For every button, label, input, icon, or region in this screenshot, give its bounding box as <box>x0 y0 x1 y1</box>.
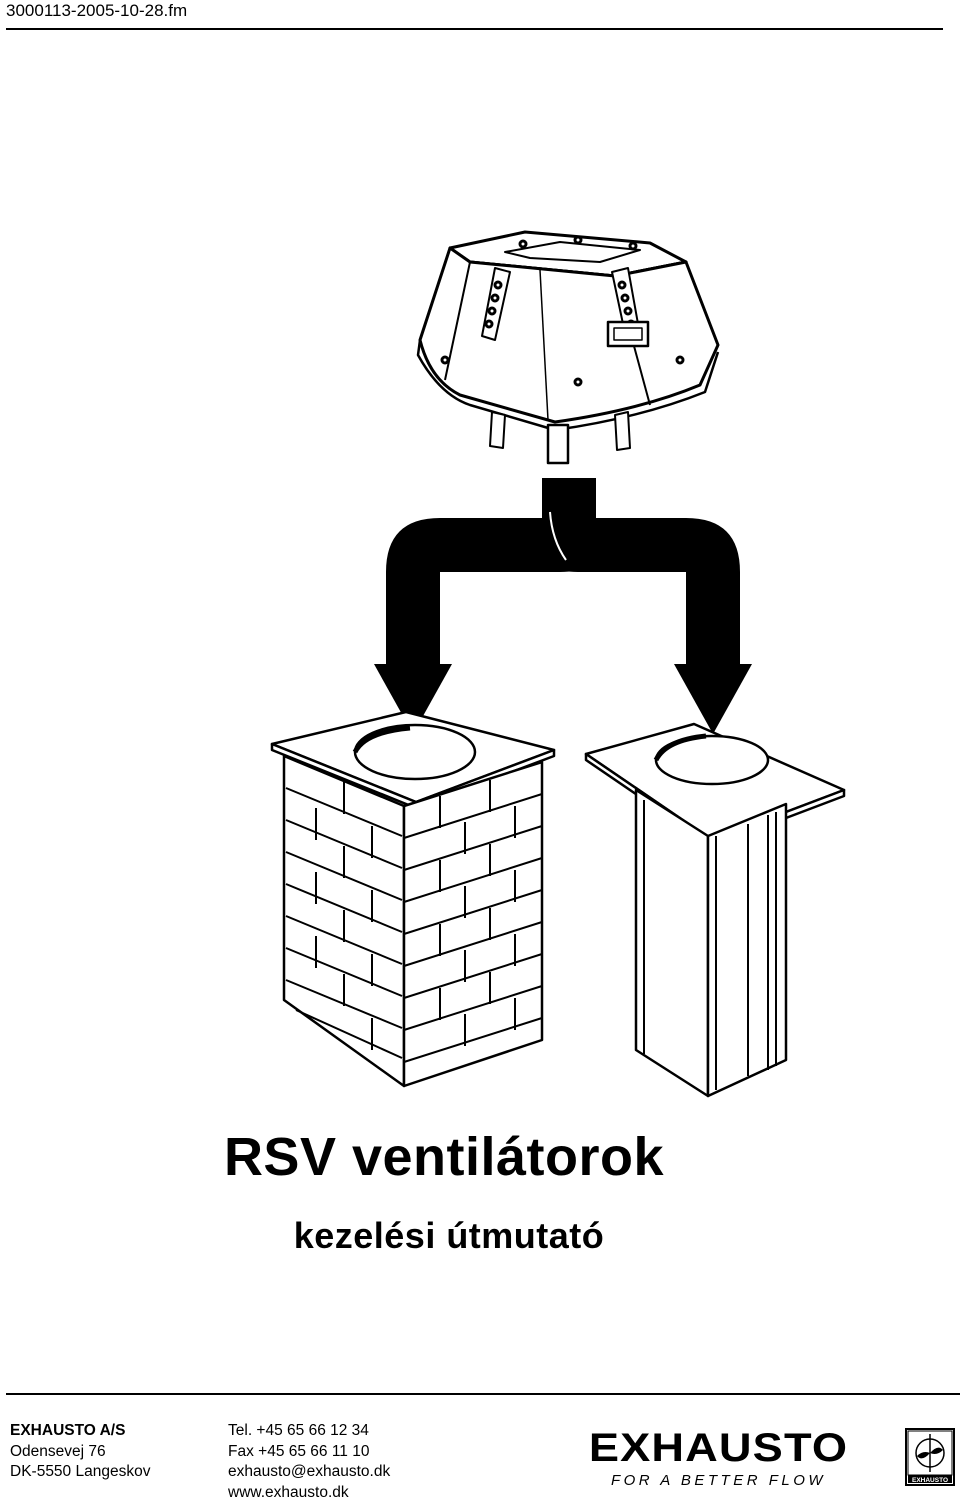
footer-contact: Tel. +45 65 66 12 34 Fax +45 65 66 11 10… <box>228 1421 390 1503</box>
company-name: EXHAUSTO A/S <box>10 1421 150 1442</box>
website-link[interactable]: www.exhausto.dk <box>228 1483 390 1503</box>
logo-icon-text: EXHAUSTO <box>912 1477 948 1484</box>
split-arrow-icon <box>374 478 752 734</box>
cover-illustration <box>0 0 960 1110</box>
document-subtitle: kezelési útmutató <box>0 1213 898 1259</box>
footer-rule <box>6 1393 960 1395</box>
brand-name: EXHAUSTO <box>530 1428 906 1468</box>
street-address: Odensevej 76 <box>10 1442 150 1463</box>
document-title: RSV ventilátorok <box>0 1124 888 1190</box>
brand-slogan: FOR A BETTER FLOW <box>552 1472 885 1490</box>
telephone: Tel. +45 65 66 12 34 <box>228 1421 390 1442</box>
roof-fan-icon <box>418 232 718 463</box>
brand-logo: EXHAUSTO FOR A BETTER FLOW <box>552 1428 885 1492</box>
email-link[interactable]: exhausto@exhausto.dk <box>228 1462 390 1483</box>
city-address: DK-5550 Langeskov <box>10 1462 150 1483</box>
footer-address: EXHAUSTO A/S Odensevej 76 DK-5550 Langes… <box>10 1421 150 1483</box>
fax: Fax +45 65 66 11 10 <box>228 1442 390 1463</box>
fan-logo-icon: EXHAUSTO <box>905 1428 955 1486</box>
